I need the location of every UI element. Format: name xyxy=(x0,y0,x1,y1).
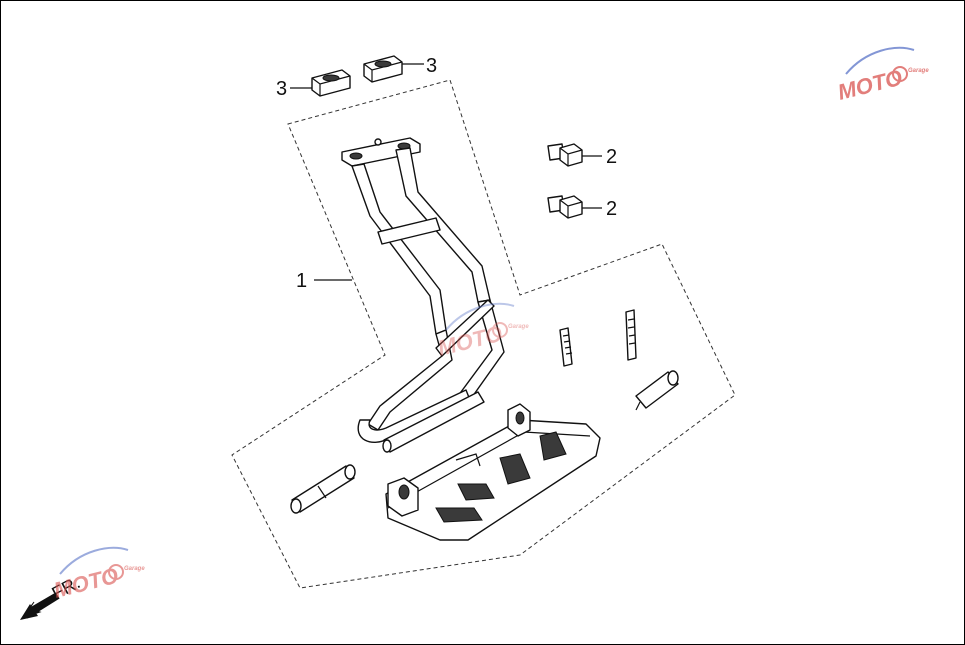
watermark-sub-text: Garage xyxy=(508,324,529,330)
callout-2-upper: 2 xyxy=(606,146,617,168)
watermark-top-right: MOTO Garage xyxy=(835,46,929,105)
watermark-bottom-left: MOTO Garage xyxy=(51,546,145,603)
assembly-boundary xyxy=(231,79,736,589)
callout-1: 1 xyxy=(296,270,307,292)
callout-2-lower: 2 xyxy=(606,198,617,220)
part-2-bolt-lower xyxy=(547,195,583,219)
callout-3-left: 3 xyxy=(276,78,287,100)
part-2-bolt-upper xyxy=(547,143,583,167)
watermark-sub-text: Garage xyxy=(908,68,929,74)
gear-icon xyxy=(492,322,508,338)
gear-icon xyxy=(892,66,908,82)
part-3-cushion-right xyxy=(363,55,403,83)
gear-icon xyxy=(108,564,124,580)
spring-pin-left xyxy=(559,327,573,367)
callout-3-right: 3 xyxy=(426,55,437,77)
part-3-cushion-left xyxy=(311,69,351,97)
spring-pin-right xyxy=(625,309,637,361)
pivot-bushing-right xyxy=(635,370,679,411)
pivot-shaft-left xyxy=(290,464,356,514)
footboard-plate xyxy=(385,403,601,541)
watermark-sub-text: Garage xyxy=(124,566,145,572)
part-1-footrest-frame xyxy=(341,137,505,453)
